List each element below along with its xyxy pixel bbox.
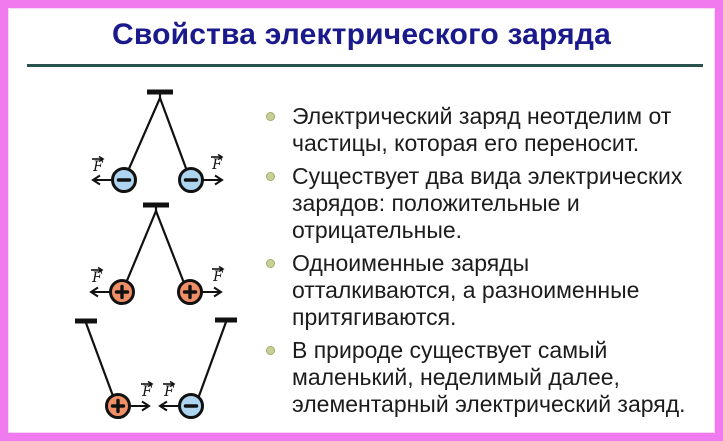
vector-hat-head — [217, 153, 224, 161]
force-label: F — [211, 157, 223, 173]
vector-hat-head — [218, 265, 225, 273]
force-label: F — [92, 159, 104, 175]
pendulum-negative-pair: F F — [91, 89, 224, 193]
force-vector-label: F — [163, 380, 176, 400]
force-vector-label: F — [91, 266, 104, 286]
vector-hat-head — [169, 380, 176, 388]
force-vector-label: F — [141, 380, 154, 400]
thread — [158, 96, 189, 173]
slide-title: Свойства электрического заряда — [111, 18, 612, 51]
vector-hat-head — [98, 155, 105, 163]
list-item: Существует два вида электрических зарядо… — [262, 163, 714, 244]
thread — [197, 320, 228, 398]
bullet-text: отталкиваются, а разноименные — [292, 277, 640, 303]
bullet-list: Электрический заряд неотделим от частицы… — [262, 103, 714, 424]
force-label: F — [163, 384, 175, 400]
force-label: F — [212, 269, 224, 285]
bullet-dot-icon — [266, 172, 275, 181]
force-label: F — [91, 270, 103, 286]
pendulum-unlike-pair: F F — [75, 317, 237, 419]
bullet-dot-icon — [266, 346, 275, 355]
charge-diagrams: F F F — [75, 89, 237, 419]
arrowhead-icon — [214, 174, 224, 186]
thread — [124, 209, 158, 285]
thread — [154, 209, 186, 285]
arrowhead-icon — [213, 286, 223, 298]
arrowhead-icon — [91, 174, 101, 186]
bullet-text: маленький, неделимый далее, — [292, 364, 620, 390]
bullet-dot-icon — [266, 259, 275, 268]
bullet-text: Одноименные заряды — [292, 250, 530, 276]
arrowhead-icon — [89, 286, 99, 298]
force-vector-label: F — [92, 155, 105, 175]
bullet-text: элементарный электрический заряд. — [292, 391, 686, 417]
vector-hat-head — [97, 266, 104, 274]
arrowhead-icon — [141, 400, 151, 412]
list-item: Электрический заряд неотделим от частицы… — [262, 103, 714, 157]
bullet-text: Существует два вида электрических — [292, 163, 683, 189]
bullet-dot-icon — [266, 112, 275, 121]
force-label: F — [141, 384, 153, 400]
bullet-text: зарядов: положительные и — [292, 190, 580, 216]
arrowhead-icon — [158, 400, 168, 412]
bullet-text: притягиваются. — [292, 304, 457, 330]
list-item: В природе существует самый маленький, не… — [262, 337, 714, 418]
bullet-text: отрицательные. — [292, 217, 463, 243]
thread — [84, 321, 115, 398]
title-divider — [27, 64, 703, 67]
bullet-text: Электрический заряд неотделим от — [292, 103, 672, 129]
list-item: Одноименные заряды отталкиваются, а разн… — [262, 250, 714, 331]
thread — [126, 96, 162, 173]
bullet-text: В природе существует самый — [292, 337, 608, 363]
force-vector-label: F — [212, 265, 225, 285]
force-vector-label: F — [211, 153, 224, 173]
bullet-text: частицы, которая его переносит. — [292, 130, 640, 156]
pendulum-positive-pair: F F — [89, 202, 225, 305]
vector-hat-head — [147, 380, 154, 388]
